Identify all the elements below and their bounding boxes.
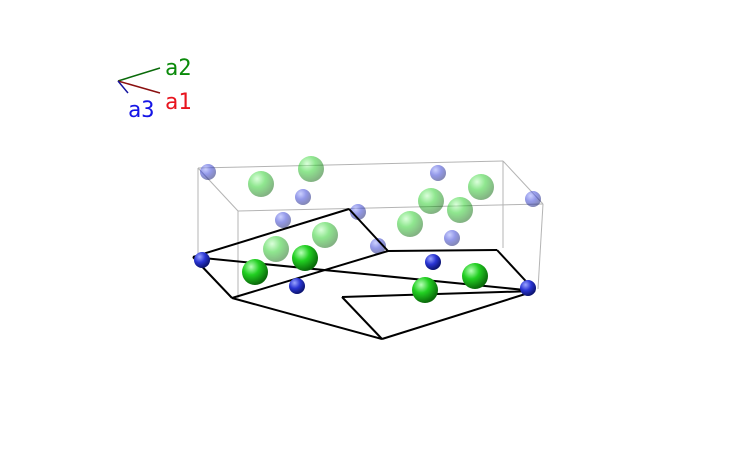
atom-blue: [370, 238, 386, 254]
a1-axis-line: [117, 80, 161, 94]
atom-blue: [444, 230, 460, 246]
atom-green: [468, 174, 494, 200]
atom-green: [263, 236, 289, 262]
atom-blue: [425, 254, 441, 270]
a3-axis-line: [117, 80, 129, 94]
atom-green: [412, 277, 438, 303]
atom-green: [292, 245, 318, 271]
atom-blue: [430, 165, 446, 181]
atom-green: [397, 211, 423, 237]
front-atoms: [194, 245, 536, 303]
atom-green: [447, 197, 473, 223]
atom-blue: [525, 191, 541, 207]
atom-green: [248, 171, 274, 197]
atom-green: [312, 222, 338, 248]
atom-blue: [520, 280, 536, 296]
back-atoms: [200, 156, 541, 262]
a2-axis-label: a2: [165, 56, 192, 81]
atom-green: [462, 263, 488, 289]
atom-blue: [194, 252, 210, 268]
atom-green: [242, 259, 268, 285]
atom-green: [418, 188, 444, 214]
atom-blue: [275, 212, 291, 228]
atom-blue: [295, 189, 311, 205]
atom-blue: [289, 278, 305, 294]
a1-axis-label: a1: [165, 90, 192, 115]
a3-axis-label: a3: [128, 98, 155, 123]
axis-triad: a2 a1 a3: [117, 56, 192, 123]
a2-axis-line: [117, 67, 161, 82]
atom-blue: [200, 164, 216, 180]
atom-green: [298, 156, 324, 182]
atom-blue: [350, 204, 366, 220]
supercell-box: [197, 160, 544, 298]
